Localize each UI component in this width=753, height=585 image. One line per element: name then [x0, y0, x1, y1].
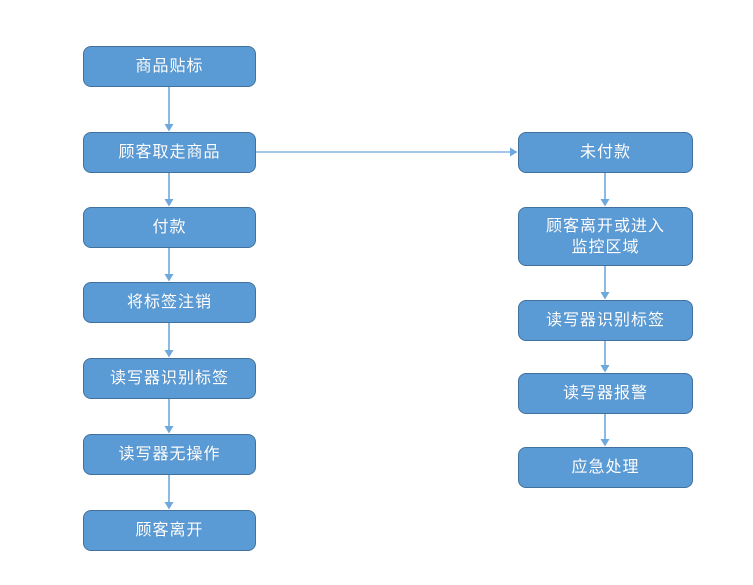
- process-node-deactivate-tag[interactable]: 将标签注销: [83, 282, 256, 323]
- process-node-reader-identifies-tag-2[interactable]: 读写器识别标签: [518, 300, 693, 341]
- connector-arrow-reader-identifies-tag-2-to-reader-alarm: [597, 341, 613, 373]
- process-node-customer-leaves-or-enters-zone[interactable]: 顾客离开或进入 监控区域: [518, 207, 693, 266]
- process-node-reader-alarm[interactable]: 读写器报警: [518, 373, 693, 414]
- process-node-customer-leaves[interactable]: 顾客离开: [83, 510, 256, 551]
- process-node-label: 读写器识别标签: [109, 368, 229, 388]
- connector-arrow-unpaid-to-customer-leaves-or-enters-zone: [597, 173, 613, 207]
- connector-arrow-customer-takes-goods-to-unpaid: [256, 144, 518, 160]
- process-node-label: 读写器无操作: [118, 444, 221, 464]
- connector-arrow-payment-to-deactivate-tag: [161, 248, 177, 282]
- connector-arrow-deactivate-tag-to-reader-identifies-tag: [161, 323, 177, 358]
- process-node-reader-no-action[interactable]: 读写器无操作: [83, 434, 256, 475]
- connector-arrow-reader-identifies-tag-to-reader-no-action: [161, 399, 177, 434]
- connector-arrow-tag-goods-to-customer-takes-goods: [161, 87, 177, 132]
- connector-arrow-customer-takes-goods-to-payment: [161, 173, 177, 207]
- process-node-label: 读写器报警: [562, 383, 648, 403]
- process-node-label: 顾客取走商品: [118, 142, 221, 162]
- connector-arrow-reader-alarm-to-emergency-handling: [597, 414, 613, 447]
- process-node-emergency-handling[interactable]: 应急处理: [518, 447, 693, 488]
- process-node-label: 将标签注销: [126, 292, 212, 312]
- process-node-payment[interactable]: 付款: [83, 207, 256, 248]
- process-node-label: 应急处理: [571, 457, 640, 477]
- process-node-label: 顾客离开: [135, 520, 204, 540]
- process-node-label: 商品贴标: [135, 56, 204, 76]
- process-node-unpaid[interactable]: 未付款: [518, 132, 693, 173]
- process-node-label: 顾客离开或进入 监控区域: [545, 216, 665, 256]
- process-node-tag-goods[interactable]: 商品贴标: [83, 46, 256, 87]
- connector-arrow-customer-leaves-or-enters-zone-to-reader-identifies-tag-2: [597, 266, 613, 300]
- process-node-reader-identifies-tag[interactable]: 读写器识别标签: [83, 358, 256, 399]
- process-node-label: 读写器识别标签: [545, 310, 665, 330]
- process-node-label: 未付款: [579, 142, 631, 162]
- connector-arrow-reader-no-action-to-customer-leaves: [161, 475, 177, 510]
- process-node-label: 付款: [152, 217, 187, 237]
- process-node-customer-takes-goods[interactable]: 顾客取走商品: [83, 132, 256, 173]
